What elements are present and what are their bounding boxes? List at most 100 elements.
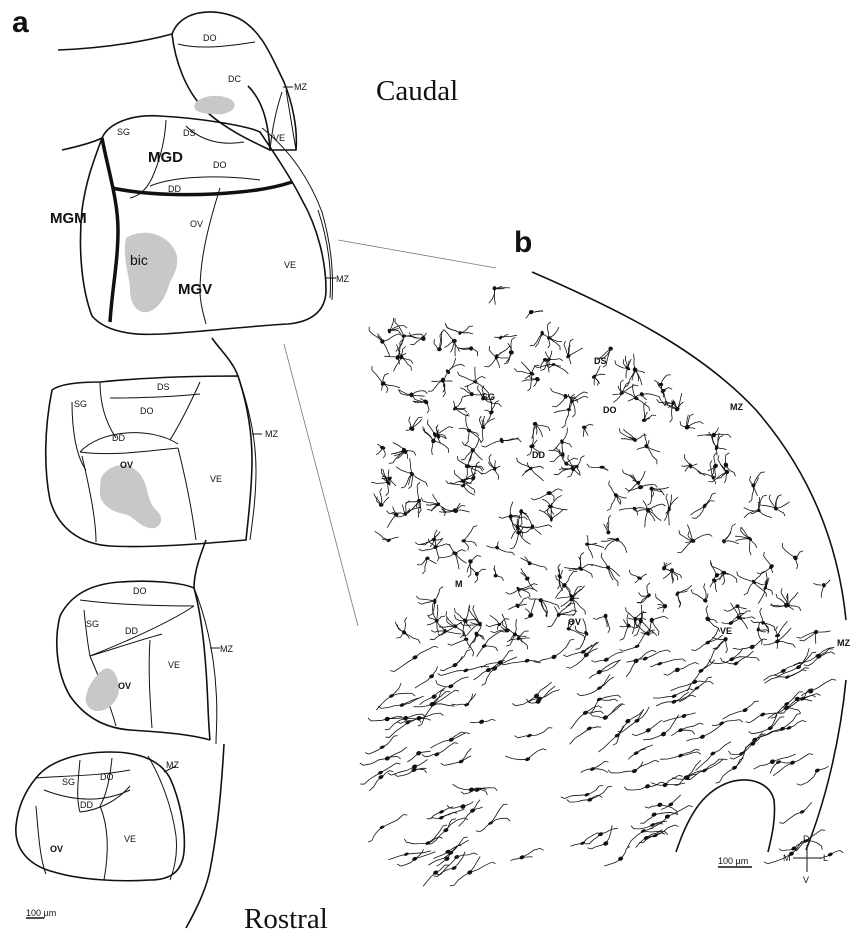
- neuron: [570, 726, 602, 744]
- scale-bar-b-label: 100 µm: [718, 856, 748, 866]
- s4-ve-label: VE: [168, 660, 180, 670]
- neuron: [477, 631, 505, 657]
- neuron: [504, 337, 515, 364]
- neuron: [628, 745, 653, 760]
- scale-bar-b: 100 µm: [718, 856, 752, 867]
- neuron: [481, 437, 521, 447]
- neuron: [660, 749, 701, 759]
- neuron: [481, 650, 513, 667]
- neuron: [615, 356, 631, 378]
- neuron: [608, 760, 659, 774]
- section-4: DO SG DD VE MZ OV: [57, 540, 234, 744]
- b-dd-label: DD: [532, 450, 545, 460]
- neuron: [531, 489, 563, 501]
- neuron: [431, 809, 464, 820]
- neuron: [710, 560, 725, 581]
- neuron: [637, 583, 652, 603]
- neuron: [640, 812, 678, 823]
- s2-sg-label: SG: [117, 127, 130, 137]
- neuron: [529, 690, 560, 702]
- neuron: [517, 458, 544, 481]
- neuron: [421, 494, 445, 516]
- neuron: [391, 443, 408, 459]
- neuron-field: [360, 285, 844, 886]
- neuron: [445, 323, 473, 335]
- neuron: [593, 614, 610, 633]
- compass-v: V: [803, 875, 809, 885]
- neuron: [481, 454, 500, 480]
- neuron: [650, 659, 686, 667]
- neuron: [441, 748, 472, 765]
- neuron: [395, 340, 406, 365]
- neuron: [375, 531, 399, 542]
- neuron: [682, 454, 706, 476]
- b-ov-label: OV: [568, 617, 581, 627]
- neuron: [389, 447, 416, 463]
- s5-mz-label: MZ: [166, 760, 179, 770]
- neuron: [514, 362, 539, 391]
- s2-ov-label: OV: [190, 219, 203, 229]
- neuron: [406, 417, 423, 432]
- neuron: [452, 396, 469, 417]
- neuron: [534, 363, 568, 374]
- neuron: [360, 763, 400, 784]
- neuron: [455, 605, 476, 638]
- neuron: [782, 543, 803, 569]
- neuron: [493, 566, 503, 581]
- neuron: [780, 802, 812, 823]
- b-sg-label: SG: [482, 392, 495, 402]
- neuron: [470, 563, 486, 582]
- neuron: [461, 439, 483, 462]
- neuron: [634, 501, 666, 528]
- neuron: [622, 470, 645, 493]
- neuron: [664, 494, 678, 526]
- scale-bar-a: 100 µm: [26, 908, 56, 918]
- neuron: [686, 723, 723, 741]
- s2-mgv-label: MGV: [178, 281, 212, 298]
- neuron: [754, 754, 796, 769]
- neuron: [582, 424, 594, 437]
- neuron: [607, 481, 627, 511]
- neuron: [704, 606, 719, 632]
- s5-sg-label: SG: [62, 777, 75, 787]
- guide-line-top: [338, 240, 496, 268]
- neuron: [664, 663, 699, 676]
- neuron: [712, 636, 728, 653]
- panel-b-outline: [532, 272, 846, 852]
- neuron: [452, 694, 477, 708]
- neuron: [712, 720, 743, 726]
- neuron: [697, 428, 731, 438]
- neuron: [722, 524, 739, 544]
- s5-do-label: DO: [100, 772, 114, 782]
- neuron: [484, 346, 510, 368]
- neuron: [731, 603, 756, 629]
- panel-b-letter: b: [514, 226, 532, 259]
- neuron: [654, 375, 671, 397]
- compass-d: D: [803, 834, 810, 844]
- neuron: [453, 784, 488, 795]
- neuron: [526, 309, 543, 318]
- neuron: [413, 396, 429, 413]
- neuron: [737, 571, 767, 597]
- neuron: [374, 488, 390, 507]
- neuron: [418, 690, 459, 726]
- neuron: [587, 464, 608, 471]
- neuron: [656, 594, 668, 613]
- s4-sg-label: SG: [86, 619, 99, 629]
- s1-ve-label: VE: [273, 133, 285, 143]
- s2-ve-label: VE: [284, 260, 296, 270]
- b-mz-label: MZ: [730, 402, 743, 412]
- scale-bar-a-label: 100 µm: [26, 908, 56, 918]
- neuron: [369, 327, 402, 356]
- s4-do-label: DO: [133, 586, 147, 596]
- neuron: [371, 469, 391, 496]
- neuron: [781, 588, 801, 610]
- neuron: [422, 743, 458, 757]
- s3-sg-label: SG: [74, 399, 87, 409]
- neuron: [395, 318, 424, 351]
- neuron: [721, 651, 754, 666]
- neuron: [372, 366, 400, 393]
- s4-dd-label: DD: [125, 626, 138, 636]
- neuron: [724, 604, 747, 620]
- s3-mz-label: MZ: [265, 429, 278, 439]
